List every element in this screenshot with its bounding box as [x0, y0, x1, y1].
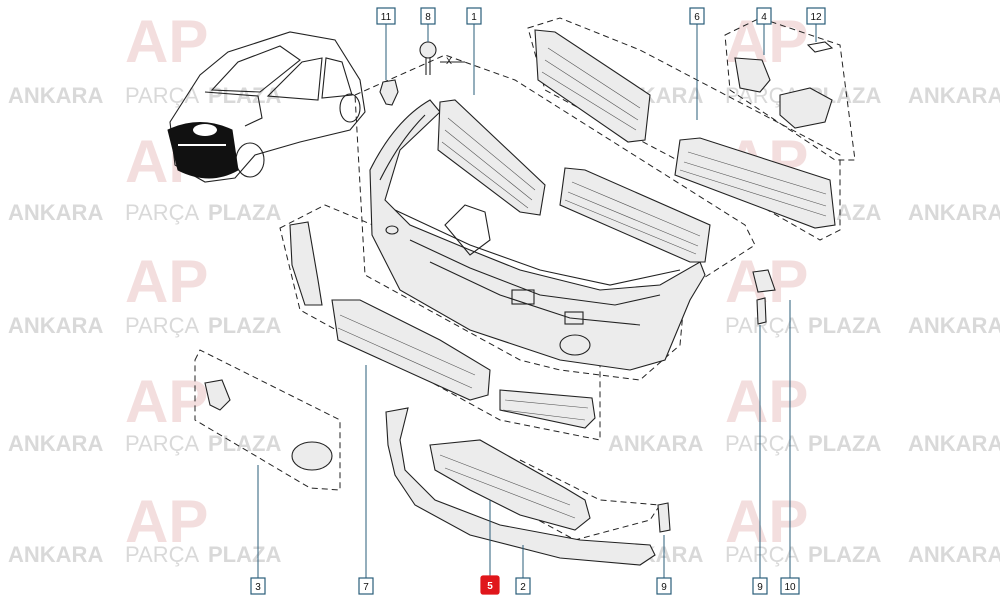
- callout-labels: 1 2 3 4 5 6 7 8 9 9 10 11 12: [250, 7, 826, 595]
- watermark-word: PLAZA: [808, 313, 881, 338]
- svg-text:AP: AP: [125, 368, 208, 435]
- bracket-clips: [734, 41, 834, 129]
- callout-11[interactable]: 11: [376, 7, 396, 25]
- bumper-absorber: [437, 29, 836, 263]
- svg-text:6: 6: [694, 12, 700, 23]
- front-bumper-cover: [369, 99, 706, 371]
- svg-text:12: 12: [810, 12, 822, 23]
- svg-text:AP: AP: [125, 488, 208, 555]
- svg-text:1: 1: [471, 12, 477, 23]
- dimension-x-label: X: [446, 56, 452, 66]
- fasteners: [379, 41, 776, 533]
- svg-text:8: 8: [425, 12, 431, 23]
- watermark-word: PLAZA: [208, 313, 281, 338]
- watermark-word: PARÇA: [725, 431, 799, 456]
- callout-1[interactable]: 1: [466, 7, 482, 25]
- watermark-word: ANKARA: [608, 431, 703, 456]
- watermark-word: ANKARA: [8, 542, 103, 567]
- watermark-word: PARÇA: [125, 542, 199, 567]
- callout-10[interactable]: 10: [780, 577, 800, 595]
- watermark-word: PLAZA: [208, 542, 281, 567]
- watermark-word: PLAZA: [808, 431, 881, 456]
- svg-text:AP: AP: [125, 8, 208, 75]
- watermark-logo: AP AP AP AP AP AP AP AP AP AP: [125, 8, 808, 555]
- svg-text:10: 10: [784, 582, 796, 593]
- callout-7[interactable]: 7: [358, 577, 374, 595]
- callout-9[interactable]: 9: [752, 577, 768, 595]
- watermark-word: PLAZA: [208, 200, 281, 225]
- watermark-word: ANKARA: [908, 200, 1000, 225]
- watermark-word: ANKARA: [908, 313, 1000, 338]
- svg-text:7: 7: [363, 582, 369, 593]
- lower-grille-and-trims: [289, 221, 596, 429]
- watermark-word: ANKARA: [8, 83, 103, 108]
- watermark-word: PARÇA: [125, 200, 199, 225]
- svg-text:11: 11: [381, 12, 392, 23]
- svg-text:3: 3: [255, 582, 261, 593]
- watermark-word: ANKARA: [908, 431, 1000, 456]
- watermark-word: ANKARA: [8, 200, 103, 225]
- watermark-word: PARÇA: [125, 83, 199, 108]
- watermark-word: ANKARA: [908, 83, 1000, 108]
- car-thumbnail: [167, 31, 366, 183]
- fog-lamp-covers: [204, 379, 333, 471]
- lower-spoiler-and-undertray: [385, 407, 656, 566]
- watermark-word: ANKARA: [8, 313, 103, 338]
- svg-text:5: 5: [487, 581, 493, 592]
- svg-text:AP: AP: [725, 368, 808, 435]
- watermark-word: PARÇA: [125, 313, 199, 338]
- watermark-word: PLAZA: [808, 542, 881, 567]
- callout-2[interactable]: 2: [515, 577, 531, 595]
- svg-text:9: 9: [661, 582, 667, 593]
- watermark-word: ANKARA: [8, 431, 103, 456]
- svg-text:2: 2: [520, 582, 526, 593]
- callout-leader-lines: [257, 24, 817, 578]
- callout-8[interactable]: 8: [420, 7, 436, 25]
- callout-4[interactable]: 4: [756, 7, 772, 25]
- callout-12[interactable]: 12: [806, 7, 826, 25]
- watermark-word: PARÇA: [125, 431, 199, 456]
- watermark-word: ANKARA: [908, 542, 1000, 567]
- callout-5-highlighted[interactable]: 5: [480, 575, 500, 595]
- watermark-word: PARÇA: [725, 542, 799, 567]
- callout-6[interactable]: 6: [689, 7, 705, 25]
- svg-text:9: 9: [757, 582, 763, 593]
- watermark: AP AP AP AP AP AP AP AP AP AP ANKARA PAR…: [8, 8, 1000, 567]
- svg-text:AP: AP: [125, 248, 208, 315]
- svg-text:AP: AP: [725, 488, 808, 555]
- callout-9[interactable]: 9: [656, 577, 672, 595]
- svg-text:4: 4: [761, 12, 767, 23]
- callout-3[interactable]: 3: [250, 577, 266, 595]
- bumper-parts: [204, 29, 836, 566]
